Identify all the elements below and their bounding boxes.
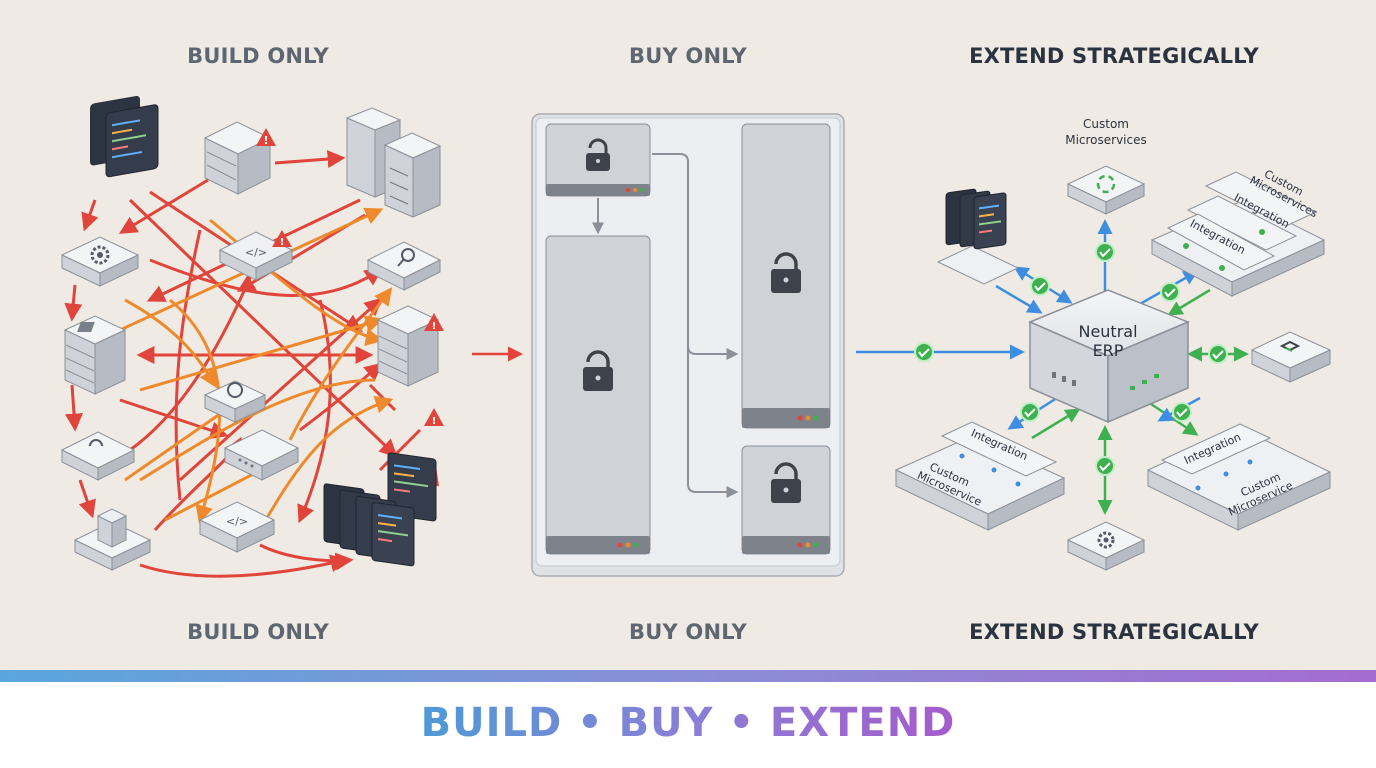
- svg-text:!: !: [280, 237, 285, 248]
- extend-top-microservice-node: [1066, 165, 1146, 215]
- warning-icon: !: [256, 128, 276, 147]
- build-code-window-topleft: [90, 95, 159, 178]
- lock-icon: [583, 350, 613, 391]
- svg-text:</>: </>: [245, 246, 267, 259]
- build-search-node: [366, 241, 442, 291]
- neutral-erp-hub: [1028, 289, 1190, 424]
- extend-panel: Neutral ERP Custom Microservices: [894, 117, 1332, 571]
- svg-text:!: !: [432, 321, 437, 332]
- svg-text:</>: </>: [226, 515, 248, 528]
- extend-title-top: EXTEND STRATEGICALLY: [969, 44, 1259, 68]
- footer-title: BUILD • BUY • EXTEND: [420, 700, 956, 746]
- buy-title-top: BUY ONLY: [629, 44, 747, 68]
- build-only-panel: ! </> !: [60, 95, 444, 578]
- svg-text:!: !: [432, 416, 437, 427]
- lock-icon: [586, 138, 610, 171]
- gear-icon: [97, 252, 103, 258]
- extend-title-bottom: EXTEND STRATEGICALLY: [969, 620, 1259, 644]
- buy-module-large-left: [545, 235, 651, 555]
- extend-topright-integration-stack: [1150, 171, 1326, 297]
- build-code-window-right: !: [387, 408, 444, 522]
- lock-icon: [771, 462, 801, 503]
- buy-to-extend-arrow: [856, 342, 1025, 362]
- svg-text:!: !: [263, 134, 268, 147]
- build-title-bottom: BUILD ONLY: [187, 620, 329, 644]
- extend-bottomright-integration-block: [1146, 423, 1332, 531]
- footer-gradient-band: [0, 670, 1376, 682]
- footer: [0, 682, 1376, 768]
- build-server-stack-right: !: [376, 305, 444, 387]
- buy-connectors: [592, 153, 739, 498]
- build-server-rack-pair: [345, 107, 442, 218]
- extend-bottomleft-integration-block: [894, 421, 1066, 531]
- build-code-window-stack: [323, 483, 415, 567]
- build-code-node-center: </> !: [218, 230, 294, 281]
- buy-title-bottom: BUY ONLY: [629, 620, 747, 644]
- build-code-node-bottom: </>: [198, 501, 276, 553]
- top-label-line2: Microservices: [1065, 133, 1147, 147]
- build-title-top: BUILD ONLY: [187, 44, 329, 68]
- build-gear-node: [60, 236, 140, 287]
- build-server-stack-left: [63, 315, 127, 395]
- top-label-line1: Custom: [1083, 117, 1129, 131]
- hub-label-line2: ERP: [1093, 341, 1124, 360]
- buy-module-small-bottomright: [741, 445, 831, 555]
- diagram-canvas: ! </> !: [60, 95, 1332, 578]
- gear-icon: [1097, 531, 1115, 549]
- build-monitor-node: [203, 380, 267, 423]
- build-router-node: [223, 429, 300, 481]
- build-server-top: [203, 121, 272, 195]
- build-small-server-bottom: [73, 508, 152, 571]
- build-link-node: [60, 431, 136, 481]
- extend-code-windows: [936, 188, 1020, 285]
- hub-label-line1: Neutral: [1078, 322, 1137, 341]
- lock-icon: [771, 252, 801, 293]
- buy-only-panel: [531, 113, 845, 577]
- check-icons: [1020, 242, 1228, 476]
- extend-right-node: [1250, 331, 1332, 383]
